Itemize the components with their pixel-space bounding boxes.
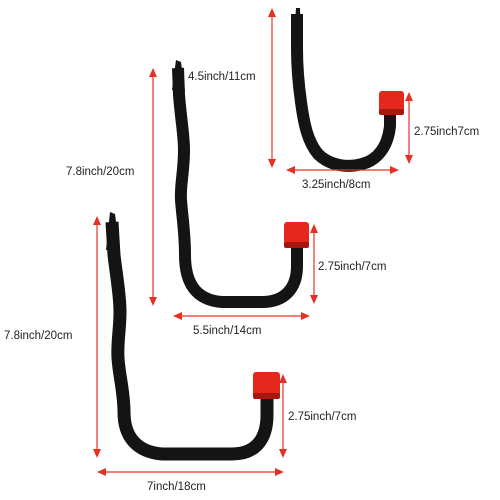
small-cap-height-label: 2.75inch7cm	[414, 126, 479, 138]
large-hook-cap	[253, 372, 280, 399]
small-hook-tip	[294, 8, 301, 40]
small-height-label: 4.5inch/11cm	[188, 71, 256, 83]
large-hook-body	[105, 221, 274, 461]
large-width-label: 7inch/18cm	[147, 481, 206, 493]
small-height-dimension	[268, 8, 276, 168]
small-width-dimension	[286, 166, 399, 174]
large-cap-height-dimension	[279, 374, 287, 458]
small-width-label: 3.25inch/8cm	[302, 179, 370, 191]
large-hook-tip	[106, 212, 120, 252]
large-width-dimension	[97, 468, 284, 476]
large-height-dimension	[93, 216, 101, 458]
small-hook-cap	[379, 91, 404, 115]
small-hook-body	[291, 14, 396, 172]
medium-hook-body	[172, 67, 303, 308]
large-cap-height-label: 2.75inch/7cm	[288, 411, 356, 423]
medium-height-dimension	[149, 68, 157, 306]
medium-width-label: 5.5inch/14cm	[193, 325, 261, 337]
medium-cap-height-dimension	[310, 224, 318, 304]
medium-hook	[172, 60, 309, 308]
medium-width-dimension	[173, 312, 310, 320]
medium-cap-height-label: 2.75inch/7cm	[318, 261, 386, 273]
small-cap-height-dimension	[405, 92, 413, 164]
small-hook	[291, 8, 404, 172]
medium-height-label: 7.8inch/20cm	[66, 166, 134, 178]
medium-hook-tip	[172, 60, 185, 92]
medium-hook-cap	[284, 222, 309, 248]
large-height-label: 7.8inch/20cm	[4, 330, 72, 342]
large-hook	[105, 212, 280, 461]
